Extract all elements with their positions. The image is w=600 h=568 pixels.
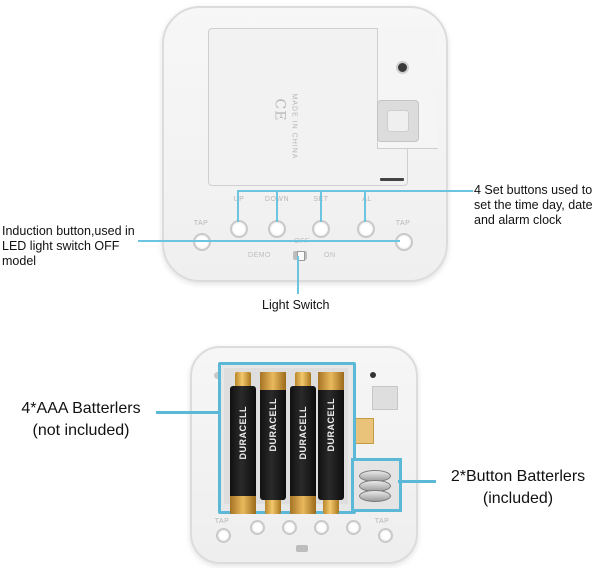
light-switch-line (297, 256, 299, 294)
aaa-callout-line (156, 411, 220, 414)
clock-back-top: CE MADE IN CHINA TAP UP DOWN SET AL TAP … (162, 6, 448, 282)
induction-line (138, 240, 400, 242)
battery-brand: DURACELL (326, 398, 336, 452)
battery-cover-plate (208, 28, 408, 186)
button-callout: 2*Button Batterlers (included) (436, 466, 600, 510)
aaa-callout: 4*AAA Batterlers (not included) (6, 398, 156, 442)
square-button-bottom (372, 386, 398, 410)
bracket-tick-down (276, 190, 278, 222)
pin-hole-bottom (370, 372, 376, 378)
battery-brand: DURACELL (298, 406, 308, 460)
bracket-tick-set (320, 190, 322, 222)
aaa-callout-title: 4*AAA Batterlers (21, 400, 141, 417)
battery-1: DURACELL (230, 372, 256, 514)
button-callout-note: (included) (482, 490, 554, 507)
tap-button-bottom-right[interactable] (378, 528, 393, 543)
label-up: UP (226, 196, 252, 203)
tap-button-bottom-left[interactable] (216, 528, 231, 543)
cover-slot (380, 178, 404, 181)
slider-label-demo: DEMO (248, 252, 271, 259)
label-al: AL (362, 196, 372, 203)
set-button-bottom[interactable] (314, 520, 329, 535)
made-in-label: MADE IN CHINA (290, 93, 298, 160)
up-button[interactable] (230, 220, 248, 238)
button-cell-3 (359, 490, 391, 502)
label-tap-left: TAP (193, 220, 209, 227)
square-button[interactable] (377, 100, 419, 142)
induction-callout: Induction button,used in LED light switc… (2, 224, 135, 268)
down-button-bottom[interactable] (282, 520, 297, 535)
up-button-bottom[interactable] (250, 520, 265, 535)
aaa-callout-note: (not included) (32, 422, 130, 439)
tap-button-right[interactable] (395, 233, 413, 251)
label-tap-bottom-left: TAP (214, 518, 230, 525)
bracket-tick-up (237, 190, 239, 222)
light-switch-track[interactable] (293, 251, 307, 261)
battery-brand: DURACELL (238, 406, 248, 460)
button-callout-line (398, 480, 436, 483)
set-buttons-callout: 4 Set buttons used to set the time day, … (474, 183, 593, 227)
label-tap-bottom-right: TAP (374, 518, 390, 525)
reset-pin-hole[interactable] (396, 61, 409, 74)
screw-hole (214, 372, 221, 379)
slider-label-on: ON (324, 252, 336, 259)
down-button[interactable] (268, 220, 286, 238)
tap-button-left[interactable] (193, 233, 211, 251)
battery-4: DURACELL (318, 372, 344, 514)
battery-brand: DURACELL (268, 398, 278, 452)
light-switch-callout: Light Switch (262, 298, 330, 312)
battery-2: DURACELL (260, 372, 286, 514)
set-buttons-bracket (237, 190, 473, 192)
set-button[interactable] (312, 220, 330, 238)
button-callout-title: 2*Button Batterlers (450, 468, 586, 485)
al-button[interactable] (357, 220, 375, 238)
bracket-tick-al (364, 190, 366, 222)
label-tap-right: TAP (395, 220, 411, 227)
battery-3: DURACELL (290, 372, 316, 514)
ce-mark: CE (271, 98, 288, 122)
light-switch-track-bottom[interactable] (296, 545, 308, 552)
wire-connector (354, 418, 374, 444)
al-button-bottom[interactable] (346, 520, 361, 535)
